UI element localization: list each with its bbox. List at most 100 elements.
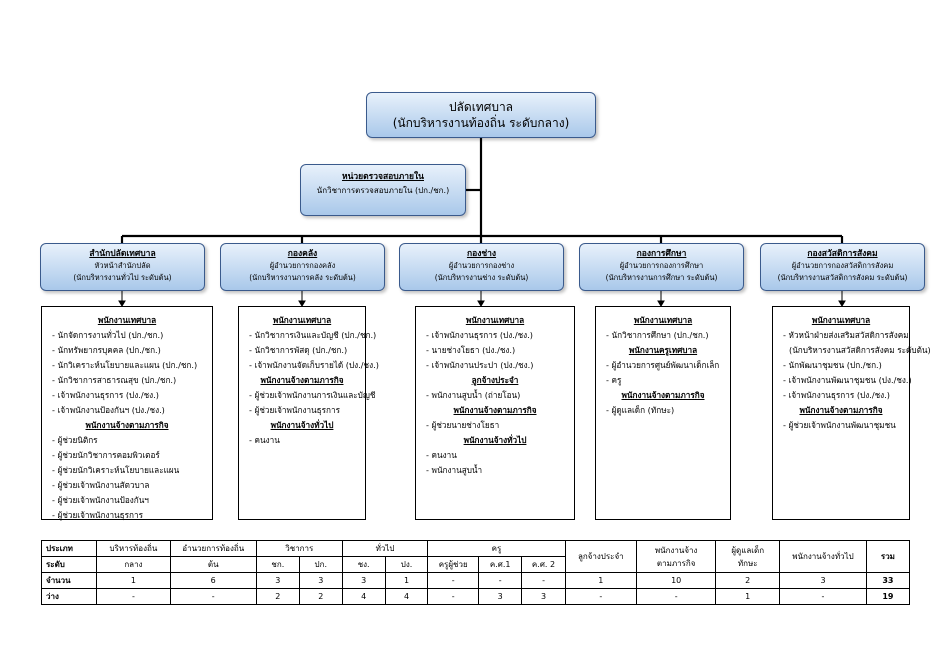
table-cell: 19 (865, 588, 911, 605)
table-cell-line: ตามภารกิจ (656, 558, 696, 568)
table-cell: 1 (715, 588, 781, 605)
position-item: - ผู้ช่วยนิติกร (52, 435, 98, 445)
position-item: - นักพัฒนาชุมชน (ปก./ชก.) (783, 360, 882, 370)
table-cell: รวม (865, 540, 911, 573)
dept-box-social-welfare: กองสวัสดิการสังคม ผู้อำนวยการกองสวัสดิกา… (760, 243, 925, 291)
table-cell: - (427, 588, 479, 605)
table-cell: ชง. (341, 556, 386, 573)
position-item: - คนงาน (249, 435, 280, 445)
table-cell: 6 (169, 572, 257, 589)
table-cell: 10 (635, 572, 717, 589)
staff-panel-social-welfare: พนักงานเทศบาล- หัวหน้าฝ่ายส่งเสริมสวัสดิ… (772, 306, 931, 520)
table-cell: - (635, 588, 717, 605)
position-item: - นักวิชาการพัสดุ (ปก./ชก.) (249, 345, 348, 355)
table-cell: - (477, 572, 523, 589)
table-cell: - (169, 588, 257, 605)
section-heading: พนักงานเทศบาล (811, 315, 871, 325)
section-heading: พนักงานจ้างตามภารกิจ (621, 390, 705, 400)
table-row: ว่าง - - 2 2 4 4 - 3 3 - - 1 - 19 (40, 588, 911, 605)
table-cell: ปง. (384, 556, 429, 573)
table-cell: ผู้ดูแลเด็กทักษะ (715, 540, 781, 573)
dept-head: ผู้อำนวยการกองช่าง (448, 261, 515, 270)
table-cell: - (521, 572, 566, 589)
table-cell: วิชาการ (255, 540, 343, 557)
dept-level: (นักบริหารงานสวัสดิการสังคม ระดับต้น) (777, 273, 908, 282)
section-heading: พนักงานจ้างทั่วไป (463, 435, 527, 445)
position-item: - เจ้าพนักงานจัดเก็บรายได้ (ปง./ชง.) (249, 360, 379, 370)
dept-title: สำนักปลัดเทศบาล (89, 249, 156, 259)
table-cell: 2 (255, 588, 300, 605)
position-item: - เจ้าพนักงานธุรการ (ปง./ชง.) (783, 390, 890, 400)
table-cell: ลูกจ้างประจำ (564, 540, 638, 573)
section-heading: พนักงานจ้างตามภารกิจ (799, 405, 883, 415)
section-heading: พนักงานเทศบาล (97, 315, 157, 325)
table-cell: อำนวยการท้องถิ่น (169, 540, 257, 557)
table-cell-line: พนักงานจ้าง (654, 545, 698, 555)
position-item: - ผู้ช่วยเจ้าพนักงานการเงินและบัญชี (249, 390, 376, 400)
section-heading: พนักงานจ้างตามภารกิจ (85, 420, 169, 430)
staff-panel-engineering: พนักงานเทศบาล - เจ้าพนักงานธุรการ (ปง./ชง… (415, 306, 575, 520)
dept-head: หัวหน้าสำนักปลัด (94, 261, 151, 270)
position-item: - นักวิชาการเงินและบัญชี (ปก./ชก.) (249, 330, 377, 340)
table-cell: 3 (255, 572, 300, 589)
table-cell: ประเภท (40, 540, 98, 557)
table-cell: ครูผู้ช่วย (427, 556, 479, 573)
table-cell: ชก. (255, 556, 300, 573)
table-cell: ว่าง (40, 588, 98, 605)
table-cell: พนักงานจ้างตามภารกิจ (635, 540, 717, 573)
table-cell: ทั่วไป (341, 540, 429, 557)
table-cell: 1 (96, 572, 171, 589)
position-item: - นักวิชาการศึกษา (ปก./ชก.) (606, 330, 709, 340)
table-cell: 3 (341, 572, 386, 589)
table-cell: 4 (341, 588, 386, 605)
mayor-clerk-box: ปลัดเทศบาล (นักบริหารงานท้องถิ่น ระดับกล… (366, 92, 596, 138)
position-item: - ผู้ช่วยเจ้าพนักงานสัตวบาล (52, 480, 150, 490)
position-item: (นักบริหารงานสวัสดิการสังคม ระดับต้น) (789, 345, 931, 355)
position-item: - เจ้าพนักงานธุรการ (ปง./ชง.) (426, 330, 533, 340)
table-cell: 2 (298, 588, 343, 605)
position-item: - ผู้ช่วยเจ้าพนักงานธุรการ (249, 405, 340, 415)
section-heading: พนักงานจ้างทั่วไป (270, 420, 334, 430)
position-item: - ผู้อำนวยการศูนย์พัฒนาเด็กเล็ก (606, 360, 720, 370)
table-cell-line: ผู้ดูแลเด็ก (731, 545, 765, 555)
position-item: - นักวิเคราะห์นโยบายและแผน (ปก./ชก.) (52, 360, 198, 370)
table-cell: - (427, 572, 479, 589)
table-cell: 3 (521, 588, 566, 605)
dept-head: ผู้อำนวยการกองคลัง (269, 261, 336, 270)
internal-audit-box: หน่วยตรวจสอบภายใน นักวิชาการตรวจสอบภายใน… (300, 164, 466, 216)
table-cell: 3 (298, 572, 343, 589)
table-cell: ค.ศ.1 (477, 556, 523, 573)
section-heading: ลูกจ้างประจำ (471, 375, 519, 385)
section-heading: พนักงานเทศบาล (465, 315, 525, 325)
table-cell: - (564, 588, 638, 605)
dept-title: กองคลัง (287, 249, 318, 259)
position-item: - ครู (606, 375, 622, 385)
position-item: - พนักงานสูบน้ำ (426, 465, 483, 475)
table-cell: 1 (564, 572, 638, 589)
dept-box-education: กองการศึกษา ผู้อำนวยการกองการศึกษา (นักบ… (579, 243, 744, 291)
dept-box-engineering: กองช่าง ผู้อำนวยการกองช่าง (นักบริหารงาน… (399, 243, 564, 291)
dept-level: (นักบริหารงานช่าง ระดับต้น) (434, 273, 529, 282)
dept-level: (นักบริหารงานการศึกษา ระดับต้น) (605, 273, 718, 282)
internal-audit-title: หน่วยตรวจสอบภายใน (341, 172, 424, 182)
table-cell: 3 (477, 588, 523, 605)
staff-panel-office: พนักงานเทศบาล- นักจัดการงานทั่วไป (ปก./ช… (41, 306, 213, 520)
mayor-clerk-title: ปลัดเทศบาล (448, 100, 514, 114)
table-cell: บริหารท้องถิ่น (96, 540, 171, 557)
position-item: - ผู้ช่วยนายช่างโยธา (426, 420, 500, 430)
section-heading: พนักงานจ้างตามภารกิจ (260, 375, 344, 385)
table-cell: ปก. (298, 556, 343, 573)
position-item: - ผู้ช่วยเจ้าพนักงานพัฒนาชุมชน (783, 420, 896, 430)
position-item: - พนักงานสูบน้ำ (ถ่ายโอน) (426, 390, 521, 400)
staff-panel-finance: พนักงานเทศบาล - นักวิชาการเงินและบัญชี (ป… (238, 306, 379, 520)
section-heading: พนักงานครูเทศบาล (628, 345, 698, 355)
table-cell: จำนวน (40, 572, 98, 589)
position-item: - เจ้าพนักงานป้องกันฯ (ปง./ชง.) (52, 405, 165, 415)
section-heading: พนักงานเทศบาล (633, 315, 693, 325)
table-cell: ครู (427, 540, 566, 557)
table-cell: พนักงานจ้างทั่วไป (779, 540, 867, 573)
table-cell: ระดับ (40, 556, 98, 573)
table-cell: 3 (779, 572, 867, 589)
section-heading: พนักงานเทศบาล (272, 315, 332, 325)
